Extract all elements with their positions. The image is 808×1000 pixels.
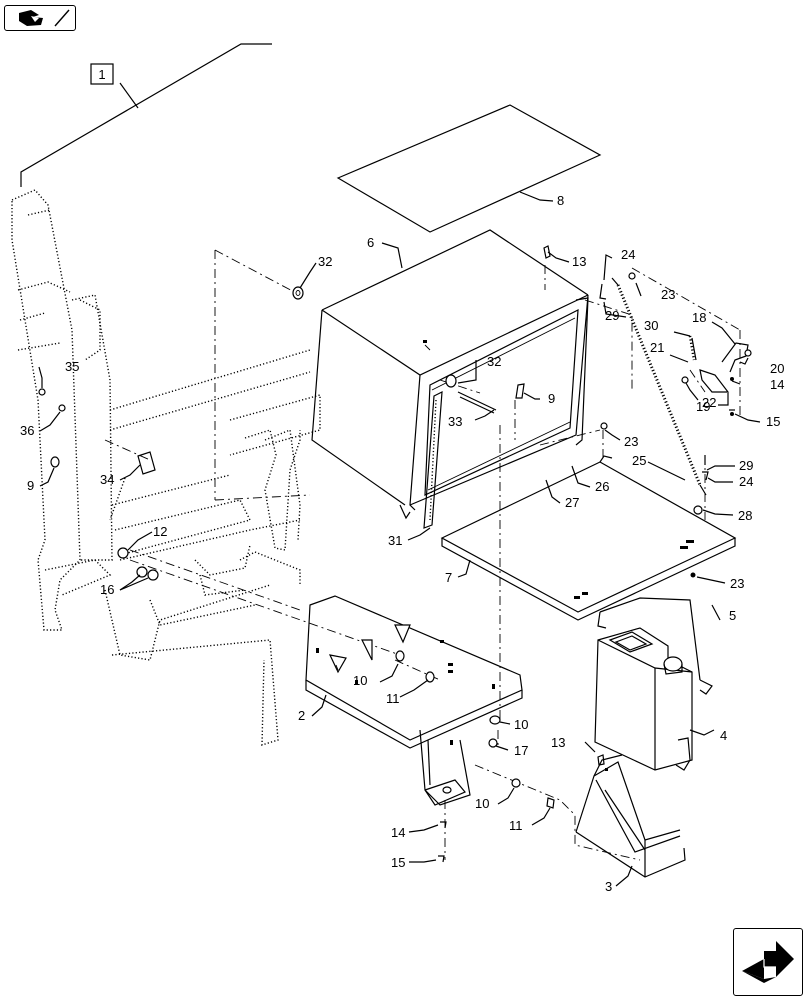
label-3: 3 (605, 879, 612, 894)
label-23c: 23 (730, 576, 744, 591)
label-9a: 9 (548, 391, 555, 406)
next-page-arrow-icon[interactable] (733, 928, 803, 996)
part-6-tool-box (311, 229, 589, 529)
label-4: 4 (720, 728, 727, 743)
part-2-mounting-bracket (305, 595, 523, 806)
label-24b: 24 (739, 474, 753, 489)
label-2: 2 (298, 708, 305, 723)
label-12: 12 (153, 524, 167, 539)
label-14a: 14 (770, 377, 784, 392)
label-9b: 9 (27, 478, 34, 493)
label-18: 18 (692, 310, 706, 325)
label-25: 25 (632, 453, 646, 468)
label-15b: 15 (391, 855, 405, 870)
part-labels: 8 6 13 24 32 23 29 18 30 21 20 32 35 14 … (20, 193, 784, 894)
label-35: 35 (65, 359, 79, 374)
label-11a: 11 (386, 691, 400, 706)
book-arrow-icon[interactable] (4, 5, 76, 31)
label-29a: 29 (605, 308, 619, 323)
label-36: 36 (20, 423, 34, 438)
label-5: 5 (729, 608, 736, 623)
label-32b: 32 (487, 354, 501, 369)
strut-hardware (599, 272, 752, 578)
label-23b: 23 (624, 434, 638, 449)
label-14b: 14 (391, 825, 405, 840)
machine-frame (11, 189, 321, 746)
label-26: 26 (595, 479, 609, 494)
label-23a: 23 (661, 287, 675, 302)
label-30: 30 (644, 318, 658, 333)
label-22: 22 (702, 395, 716, 410)
label-17: 17 (514, 743, 528, 758)
label-10b: 10 (514, 717, 528, 732)
label-20: 20 (770, 361, 784, 376)
leader-lines (38, 191, 761, 887)
part-7-cover (440, 455, 737, 621)
label-13b: 13 (551, 735, 565, 750)
lower-hardware (38, 388, 605, 863)
label-10a: 10 (353, 673, 367, 688)
part-4-water-canister (594, 627, 693, 771)
label-16: 16 (100, 582, 114, 597)
label-15a: 15 (766, 414, 780, 429)
assembly-reference-label: 1 (98, 67, 105, 82)
label-10c: 10 (475, 796, 489, 811)
part-8-lid-mat (336, 104, 602, 233)
alignment-lines (104, 249, 741, 861)
label-34: 34 (100, 472, 114, 487)
label-24a: 24 (621, 247, 635, 262)
label-27: 27 (565, 495, 579, 510)
label-19: 19 (696, 399, 710, 414)
label-13a: 13 (572, 254, 586, 269)
label-21: 21 (650, 340, 664, 355)
part-3-canister-holder (575, 754, 686, 878)
part-25-gas-strut (611, 277, 707, 496)
box-fasteners (292, 245, 551, 414)
label-7: 7 (445, 570, 452, 585)
label-33: 33 (448, 414, 462, 429)
part-5-strap (597, 597, 713, 695)
label-28: 28 (738, 508, 752, 523)
label-11b: 11 (509, 818, 523, 833)
label-31: 31 (388, 533, 402, 548)
label-8: 8 (557, 193, 564, 208)
assembly-reference-box: 1 (20, 43, 272, 187)
label-32a: 32 (318, 254, 332, 269)
label-29b: 29 (739, 458, 753, 473)
label-6: 6 (367, 235, 374, 250)
